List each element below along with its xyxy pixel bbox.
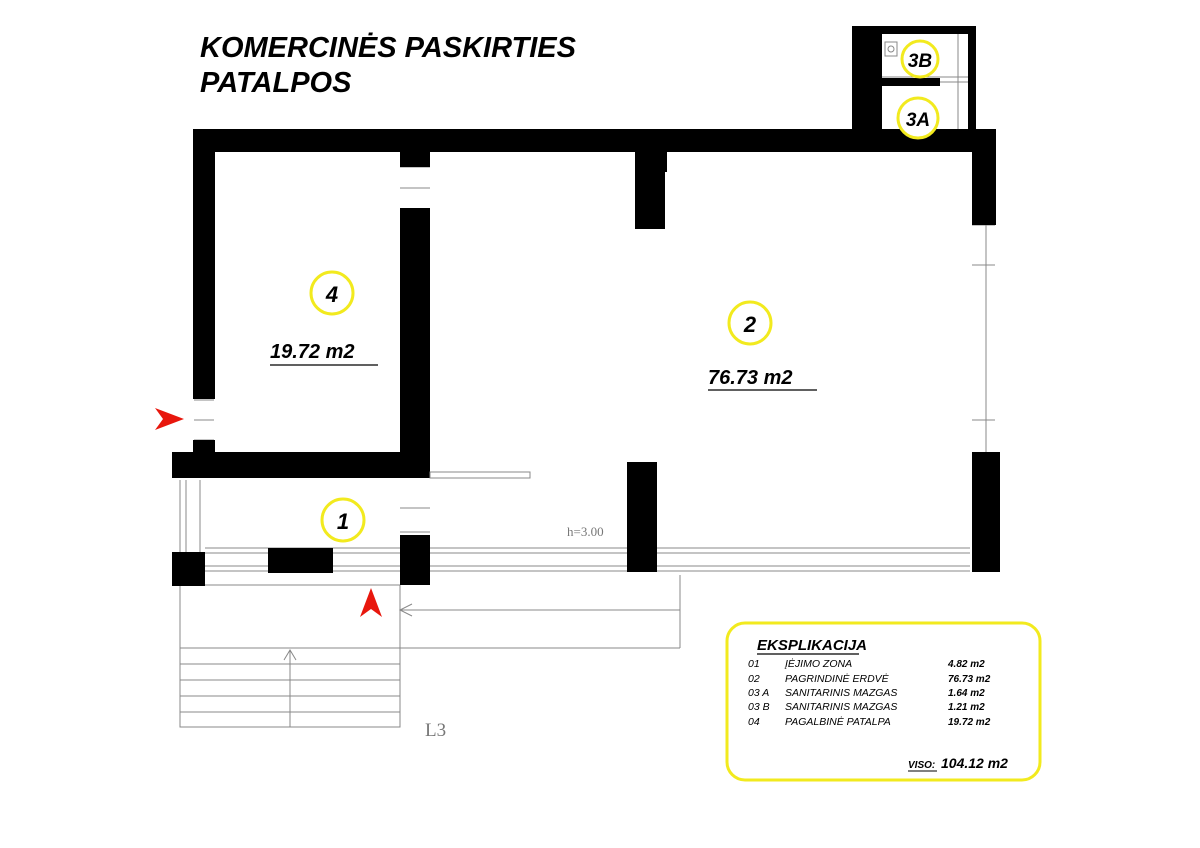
explication-name-1: ĮĖJIMO ZONA <box>784 658 852 670</box>
explication-code-1: 01 <box>748 658 760 670</box>
explication-heading: EKSPLIKACIJA <box>757 637 867 654</box>
room-3a-number: 3A <box>906 110 930 131</box>
explication-name-5: PAGALBINĖ PATALPA <box>785 716 891 728</box>
room-marker-1: 1 <box>320 497 366 543</box>
explication-code-4: 03 B <box>748 701 770 713</box>
explication-area-3: 1.64 m2 <box>948 688 985 699</box>
walls <box>172 26 1000 586</box>
entrance-arrow-left <box>155 408 184 430</box>
room-2-number: 2 <box>743 312 757 337</box>
explication-legend: EKSPLIKACIJA 01 ĮĖJIMO ZONA 4.82 m2 02 P… <box>725 621 1042 782</box>
room-marker-2: 2 <box>727 300 773 346</box>
room-marker-3a: 3A <box>896 96 940 140</box>
room-2-area: 76.73 m2 <box>708 367 793 389</box>
partition <box>429 471 531 479</box>
room-4-area: 19.72 m2 <box>270 341 355 363</box>
explication-area-5: 19.72 m2 <box>948 717 991 728</box>
plan-title-line2: PATALPOS <box>200 67 352 99</box>
explication-area-2: 76.73 m2 <box>948 674 991 685</box>
explication-code-2: 02 <box>748 673 760 685</box>
explication-code-3: 03 A <box>748 687 769 699</box>
ceiling-height-label: h=3.00 <box>567 524 604 539</box>
explication-area-1: 4.82 m2 <box>947 659 985 670</box>
room-marker-4: 4 <box>309 270 355 316</box>
explication-code-5: 04 <box>748 716 760 728</box>
room-marker-3b: 3B <box>900 39 940 79</box>
entrance-arrow-bottom <box>360 588 382 617</box>
explication-name-3: SANITARINIS MAZGAS <box>785 687 897 699</box>
explication-total-value: 104.12 m2 <box>941 755 1008 771</box>
explication-total-label: VISO: <box>908 760 935 771</box>
explication-name-2: PAGRINDINĖ ERDVĖ <box>785 673 890 685</box>
explication-name-4: SANITARINIS MAZGAS <box>785 701 897 713</box>
plan-title-line1: KOMERCINĖS PASKIRTIES <box>200 32 577 64</box>
level-label: L3 <box>425 720 446 741</box>
explication-area-4: 1.21 m2 <box>948 702 985 713</box>
room-3b-number: 3B <box>908 51 933 72</box>
room-1-number: 1 <box>337 509 349 534</box>
room-4-number: 4 <box>325 282 338 307</box>
